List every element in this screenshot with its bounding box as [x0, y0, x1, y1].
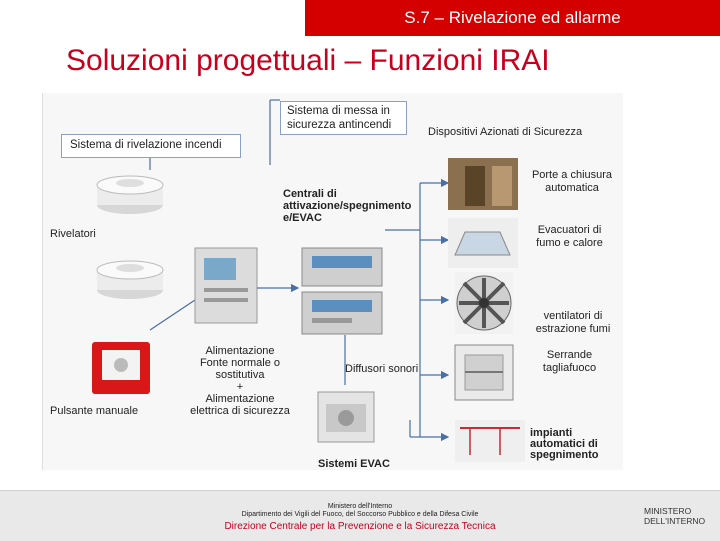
alimentazione-line: Fonte normale o [199, 357, 281, 369]
diffusori-label: Diffusori sonori [345, 363, 419, 375]
footer-department: Dipartimento dei Vigili del Fuoco, del S… [241, 511, 479, 518]
alimentazione-line: Alimentazione [205, 393, 275, 405]
device-label: Porte a chiusura automatica [522, 169, 622, 195]
device-line: ventilatori di [543, 310, 603, 322]
ministry-logo: MINISTERO DELL'INTERNO [644, 506, 705, 526]
section-title: S.7 – Rivelazione ed allarme [404, 8, 621, 27]
messa-sicurezza-line: Sistema di messa in [287, 105, 390, 117]
footer-directorate: Direzione Centrale per la Prevenzione e … [224, 521, 496, 532]
extinguishing-system-icon [455, 420, 525, 462]
damper-icon [454, 344, 514, 401]
device-label: Serrande tagliafuoco [522, 349, 617, 375]
device-label: ventilatori di estrazione fumi [526, 310, 620, 336]
centrali-line: Centrali di [283, 188, 337, 200]
ministry-logo-line: DELL'INTERNO [644, 516, 706, 526]
device-line: Evacuatori di [537, 224, 602, 236]
connector-line [149, 299, 196, 331]
device-line: tagliafuoco [542, 362, 597, 374]
alimentazione-line: + [236, 381, 244, 393]
device-line: automatici di [530, 438, 598, 450]
manual-call-point-icon [92, 342, 150, 394]
door-icon [448, 158, 518, 210]
device-label: impianti automatici di spegnimento [530, 428, 620, 461]
centrali-line: attivazione/spegnimento [283, 200, 412, 212]
section-header: S.7 – Rivelazione ed allarme [305, 0, 720, 36]
messa-sicurezza-line: sicurezza antincendi [287, 119, 392, 131]
device-line: Serrande [546, 349, 593, 361]
fan-icon [455, 272, 513, 334]
connector-lines [149, 99, 450, 442]
dispositivi-label: Dispositivi Azionati di Sicurezza [428, 126, 583, 138]
device-line: spegnimento [530, 449, 599, 461]
alimentazione-line: Alimentazione [205, 345, 275, 357]
page-title: Soluzioni progettuali – Funzioni IRAI [66, 44, 550, 77]
device-label: Evacuatori di fumo e calore [522, 224, 617, 250]
pulsante-label: Pulsante manuale [50, 405, 139, 417]
detector-icon [96, 175, 164, 214]
smoke-vent-icon [448, 218, 518, 268]
alimentazione-line: elettrica di sicurezza [190, 405, 290, 417]
speaker-icon [317, 391, 375, 443]
rivelazione-box: Sistema di rivelazione incendi [61, 134, 241, 158]
evac-label: Sistemi EVAC [318, 458, 390, 470]
device-line: Porte a chiusura [531, 169, 613, 181]
footer-ministry: Ministero dell'Interno [327, 503, 393, 510]
device-line: estrazione fumi [535, 323, 611, 335]
rivelatori-label: Rivelatori [50, 228, 96, 240]
footer [0, 490, 720, 541]
detector-icon [96, 260, 164, 299]
centrali-label: Centrali di attivazione/spegnimento e/EV… [283, 188, 411, 224]
ministry-logo-line: MINISTERO [644, 506, 692, 516]
alimentazione-label: Alimentazione Fonte normale o sostitutiv… [180, 345, 300, 417]
control-panel-icon [194, 247, 258, 324]
device-line: fumo e calore [536, 237, 603, 249]
central-panel-icon [301, 247, 383, 335]
device-line: automatica [545, 182, 599, 194]
alimentazione-line: sostitutiva [215, 369, 265, 381]
centrali-line: e/EVAC [283, 212, 322, 224]
device-line: impianti [530, 427, 573, 439]
messa-sicurezza-box: Sistema di messa in sicurezza antincendi [280, 101, 407, 135]
